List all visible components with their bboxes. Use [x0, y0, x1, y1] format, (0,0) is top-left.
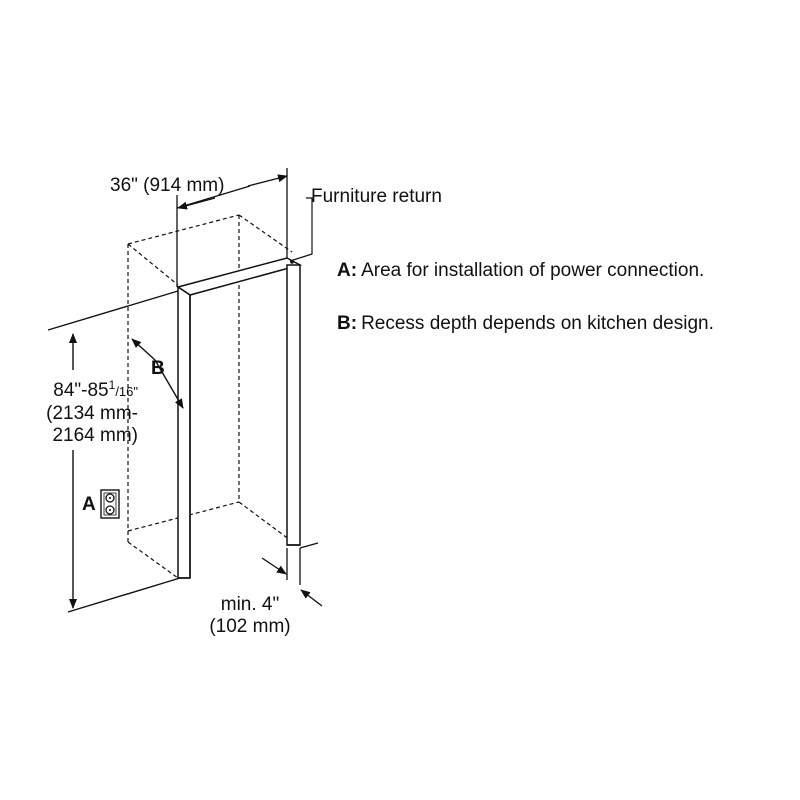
height-metric-line2: 2164 mm)	[52, 425, 138, 446]
width-dimension-label: 36" (914 mm)	[110, 175, 225, 196]
width-dimension	[176, 168, 288, 287]
furniture-return-label: Furniture return	[311, 186, 442, 207]
furniture-return-leader	[289, 197, 313, 262]
power-outlet-icon	[100, 489, 120, 519]
min-clearance-label: min. 4" (102 mm)	[198, 594, 302, 638]
height-metric-line1: (2134 mm-	[46, 403, 138, 424]
furniture-return-panel	[176, 257, 303, 579]
legend-item-b: B:Recess depth depends on kitchen design…	[337, 313, 714, 335]
floor-lines	[47, 290, 319, 613]
legend-key-b: B:	[337, 313, 358, 334]
legend-text-a: Area for installation of power connectio…	[361, 260, 705, 281]
min-dimension	[261, 548, 323, 607]
legend-key-a: A:	[337, 260, 358, 281]
min-imperial: min. 4"	[220, 594, 280, 615]
min-metric: (102 mm)	[209, 616, 291, 637]
legend-item-a: A:Area for installation of power connect…	[337, 260, 704, 282]
marker-a-label: A	[82, 494, 96, 515]
marker-b-label: B	[151, 358, 165, 379]
legend-text-b: Recess depth depends on kitchen design.	[361, 313, 714, 334]
depth-b-arrow	[131, 338, 184, 409]
height-dimension-label: 84"-851/16" (2134 mm- 2164 mm)	[4, 374, 138, 447]
height-imperial: 84"-851/16"	[53, 378, 138, 401]
